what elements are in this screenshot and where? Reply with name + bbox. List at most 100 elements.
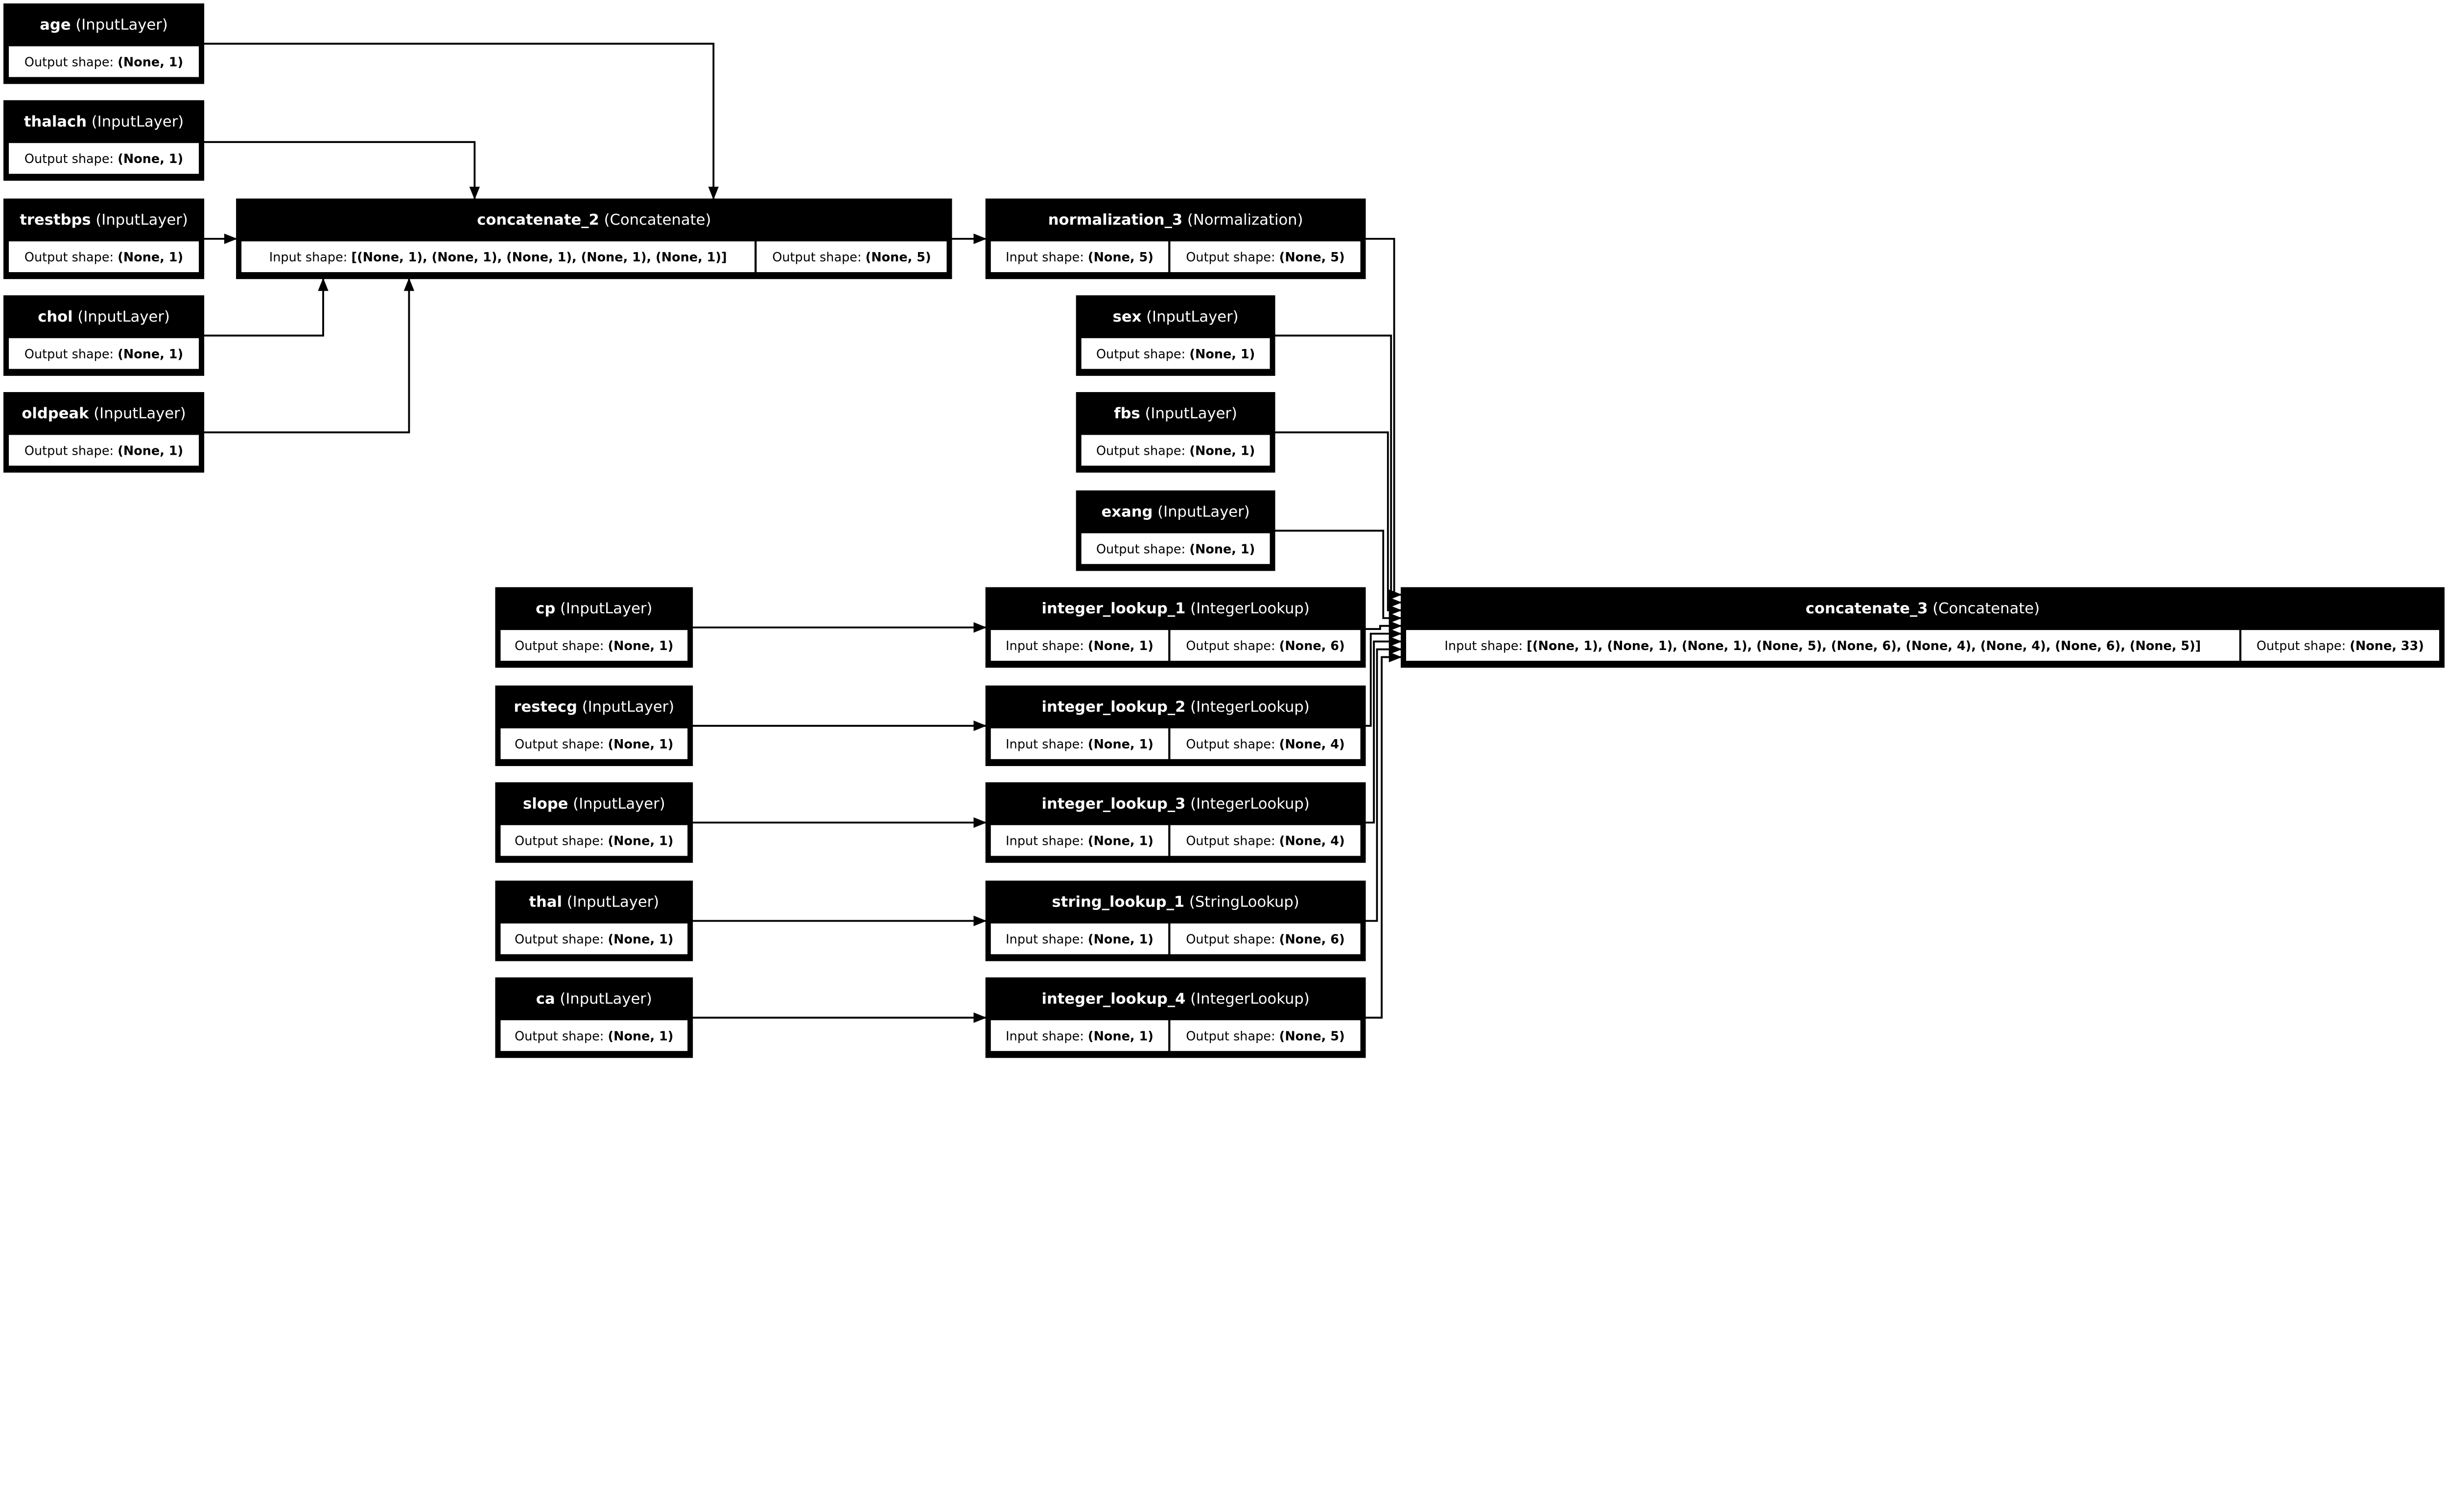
layer-node-oldpeak: oldpeak (InputLayer) Output shape: (None,… [3,392,205,473]
output-shape-label: Output shape: [2257,639,2350,653]
node-border [495,685,693,767]
output-shape-text: Output shape: (None, 33) [2257,639,2424,653]
output-shape-text: Output shape: (None, 1) [24,152,183,166]
edge-oldpeak-to-concatenate_2 [203,278,415,434]
layer-name: concatenate_3 [1806,600,1928,617]
output-shape-text: Output shape: (None, 1) [515,932,673,947]
output-shape-value: (None, 1) [1189,542,1255,557]
layer-title: integer_lookup_3 (IntegerLookup) [1041,795,1309,813]
output-shape-cell [1168,921,1363,956]
output-shape-cell [6,44,201,79]
output-shape-value: (None, 6) [1279,932,1345,947]
node-border [3,198,205,279]
layer-name: chol [38,308,72,326]
node-border [3,3,205,84]
layer-type: (InputLayer) [87,113,184,130]
input-shape-label: Input shape: [1006,932,1088,947]
layer-title: integer_lookup_2 (IntegerLookup) [1041,698,1309,716]
output-shape-cell [6,336,201,371]
output-shape-value: (None, 1) [608,639,674,653]
output-shape-text: Output shape: (None, 1) [515,737,673,752]
layer-type: (Concatenate) [599,211,711,229]
layer-name: integer_lookup_2 [1041,698,1185,716]
node-border [495,782,693,863]
edges [203,43,1402,1023]
node-border [3,100,205,181]
output-shape-label: Output shape: [24,55,118,70]
input-shape-value: (None, 1) [1088,639,1153,653]
output-shape-label: Output shape: [1186,834,1279,849]
layer-name: thal [529,894,562,911]
layer-node-concatenate_3: concatenate_3 (Concatenate) Input shape: … [1400,587,2445,668]
layer-node-exang: exang (InputLayer)Output shape: (None, 1… [1076,490,1275,571]
output-shape-cell [1168,726,1363,762]
layer-name: integer_lookup_1 [1041,600,1185,617]
output-shape-value: (None, 1) [608,737,674,752]
output-shape-text: Output shape: (None, 1) [1096,347,1255,362]
node-border [495,977,693,1058]
layer-node-string_lookup_1: string_lookup_1 (StringLookup)Input shap… [985,881,1366,961]
layer-title: chol (InputLayer) [38,308,170,326]
layer-type: (IntegerLookup) [1185,795,1309,813]
layer-node-cp: cp (InputLayer)Output shape: (None, 1) [495,587,693,668]
output-shape-value: (None, 5) [1279,250,1345,265]
output-shape-value: (None, 1) [118,55,183,70]
layer-title: fbs (InputLayer) [1114,405,1237,422]
layer-name: integer_lookup_4 [1041,990,1185,1007]
layer-title: oldpeak (InputLayer) [22,405,186,422]
layer-title: ca (InputLayer) [536,990,652,1007]
layer-type: (IntegerLookup) [1185,990,1309,1007]
output-shape-value: (None, 4) [1279,834,1345,849]
layer-type: (Concatenate) [1928,600,2040,617]
layer-name: age [40,17,71,34]
layer-title: sex (InputLayer) [1113,308,1239,326]
layer-node-restecg: restecg (InputLayer) Output shape: (None,… [495,685,693,767]
layer-name: fbs [1114,405,1140,422]
layer-node-sex: sex (InputLayer) Output shape: (None, 1) [1076,295,1275,376]
layer-name: cp [536,600,555,617]
layer-title: concatenate_2 (Concatenate) [477,211,711,229]
input-shape-value: (None, 1) [1088,932,1153,947]
input-shape-cell [1404,628,2241,663]
input-shape-text: Input shape: (None, 1) [1006,932,1153,947]
layer-node-thal: thal (InputLayer)Output shape: (None, 1) [495,881,693,961]
layer-type: (InputLayer) [577,698,674,716]
output-shape-label: Output shape: [1186,737,1279,752]
layer-name: slope [523,795,568,813]
output-shape-text: Output shape: (None, 1) [24,444,183,459]
output-shape-value: (None, 1) [118,347,183,362]
node-border [985,881,1366,961]
input-shape-text: Input shape: [(None, 1), (None, 1), (Non… [1444,639,2201,653]
input-shape-text: Input shape: (None, 1) [1006,1029,1153,1044]
layer-title: exang (InputLayer) [1102,503,1250,520]
output-shape-value: (None, 6) [1279,639,1345,653]
input-shape-text: Input shape: (None, 1) [1006,639,1153,653]
output-shape-label: Output shape: [1186,932,1279,947]
output-shape-text: Output shape: (None, 5) [772,250,931,265]
input-shape-label: Input shape: [1006,737,1088,752]
layer-type: (IntegerLookup) [1185,600,1309,617]
output-shape-value: (None, 4) [1279,737,1345,752]
output-shape-text: Output shape: (None, 5) [1186,250,1344,265]
layer-name: restecg [514,698,577,716]
layer-type: (Normalization) [1182,211,1303,229]
layer-type: (InputLayer) [89,405,186,422]
output-shape-cell [2239,628,2442,663]
layer-name: exang [1102,503,1153,520]
layer-type: (InputLayer) [73,308,170,326]
output-shape-value: (None, 33) [2350,639,2424,653]
output-shape-text: Output shape: (None, 4) [1186,834,1344,849]
layer-name: normalization_3 [1048,211,1182,229]
layer-node-fbs: fbs (InputLayer)Output shape: (None, 1) [1076,392,1275,473]
input-shape-value: [(None, 1), (None, 1), (None, 1), (None,… [1527,639,2201,653]
output-shape-cell [1079,336,1272,371]
layer-name: oldpeak [22,405,89,422]
output-shape-value: (None, 1) [118,250,183,265]
input-shape-label: Input shape: [1006,250,1088,265]
input-shape-value: (None, 5) [1088,250,1153,265]
layer-name: ca [536,990,555,1007]
output-shape-value: (None, 1) [1189,347,1255,362]
output-shape-cell [6,141,201,176]
layer-title: restecg (InputLayer) [514,698,674,716]
edge-thalach-to-concatenate_2 [203,141,480,200]
